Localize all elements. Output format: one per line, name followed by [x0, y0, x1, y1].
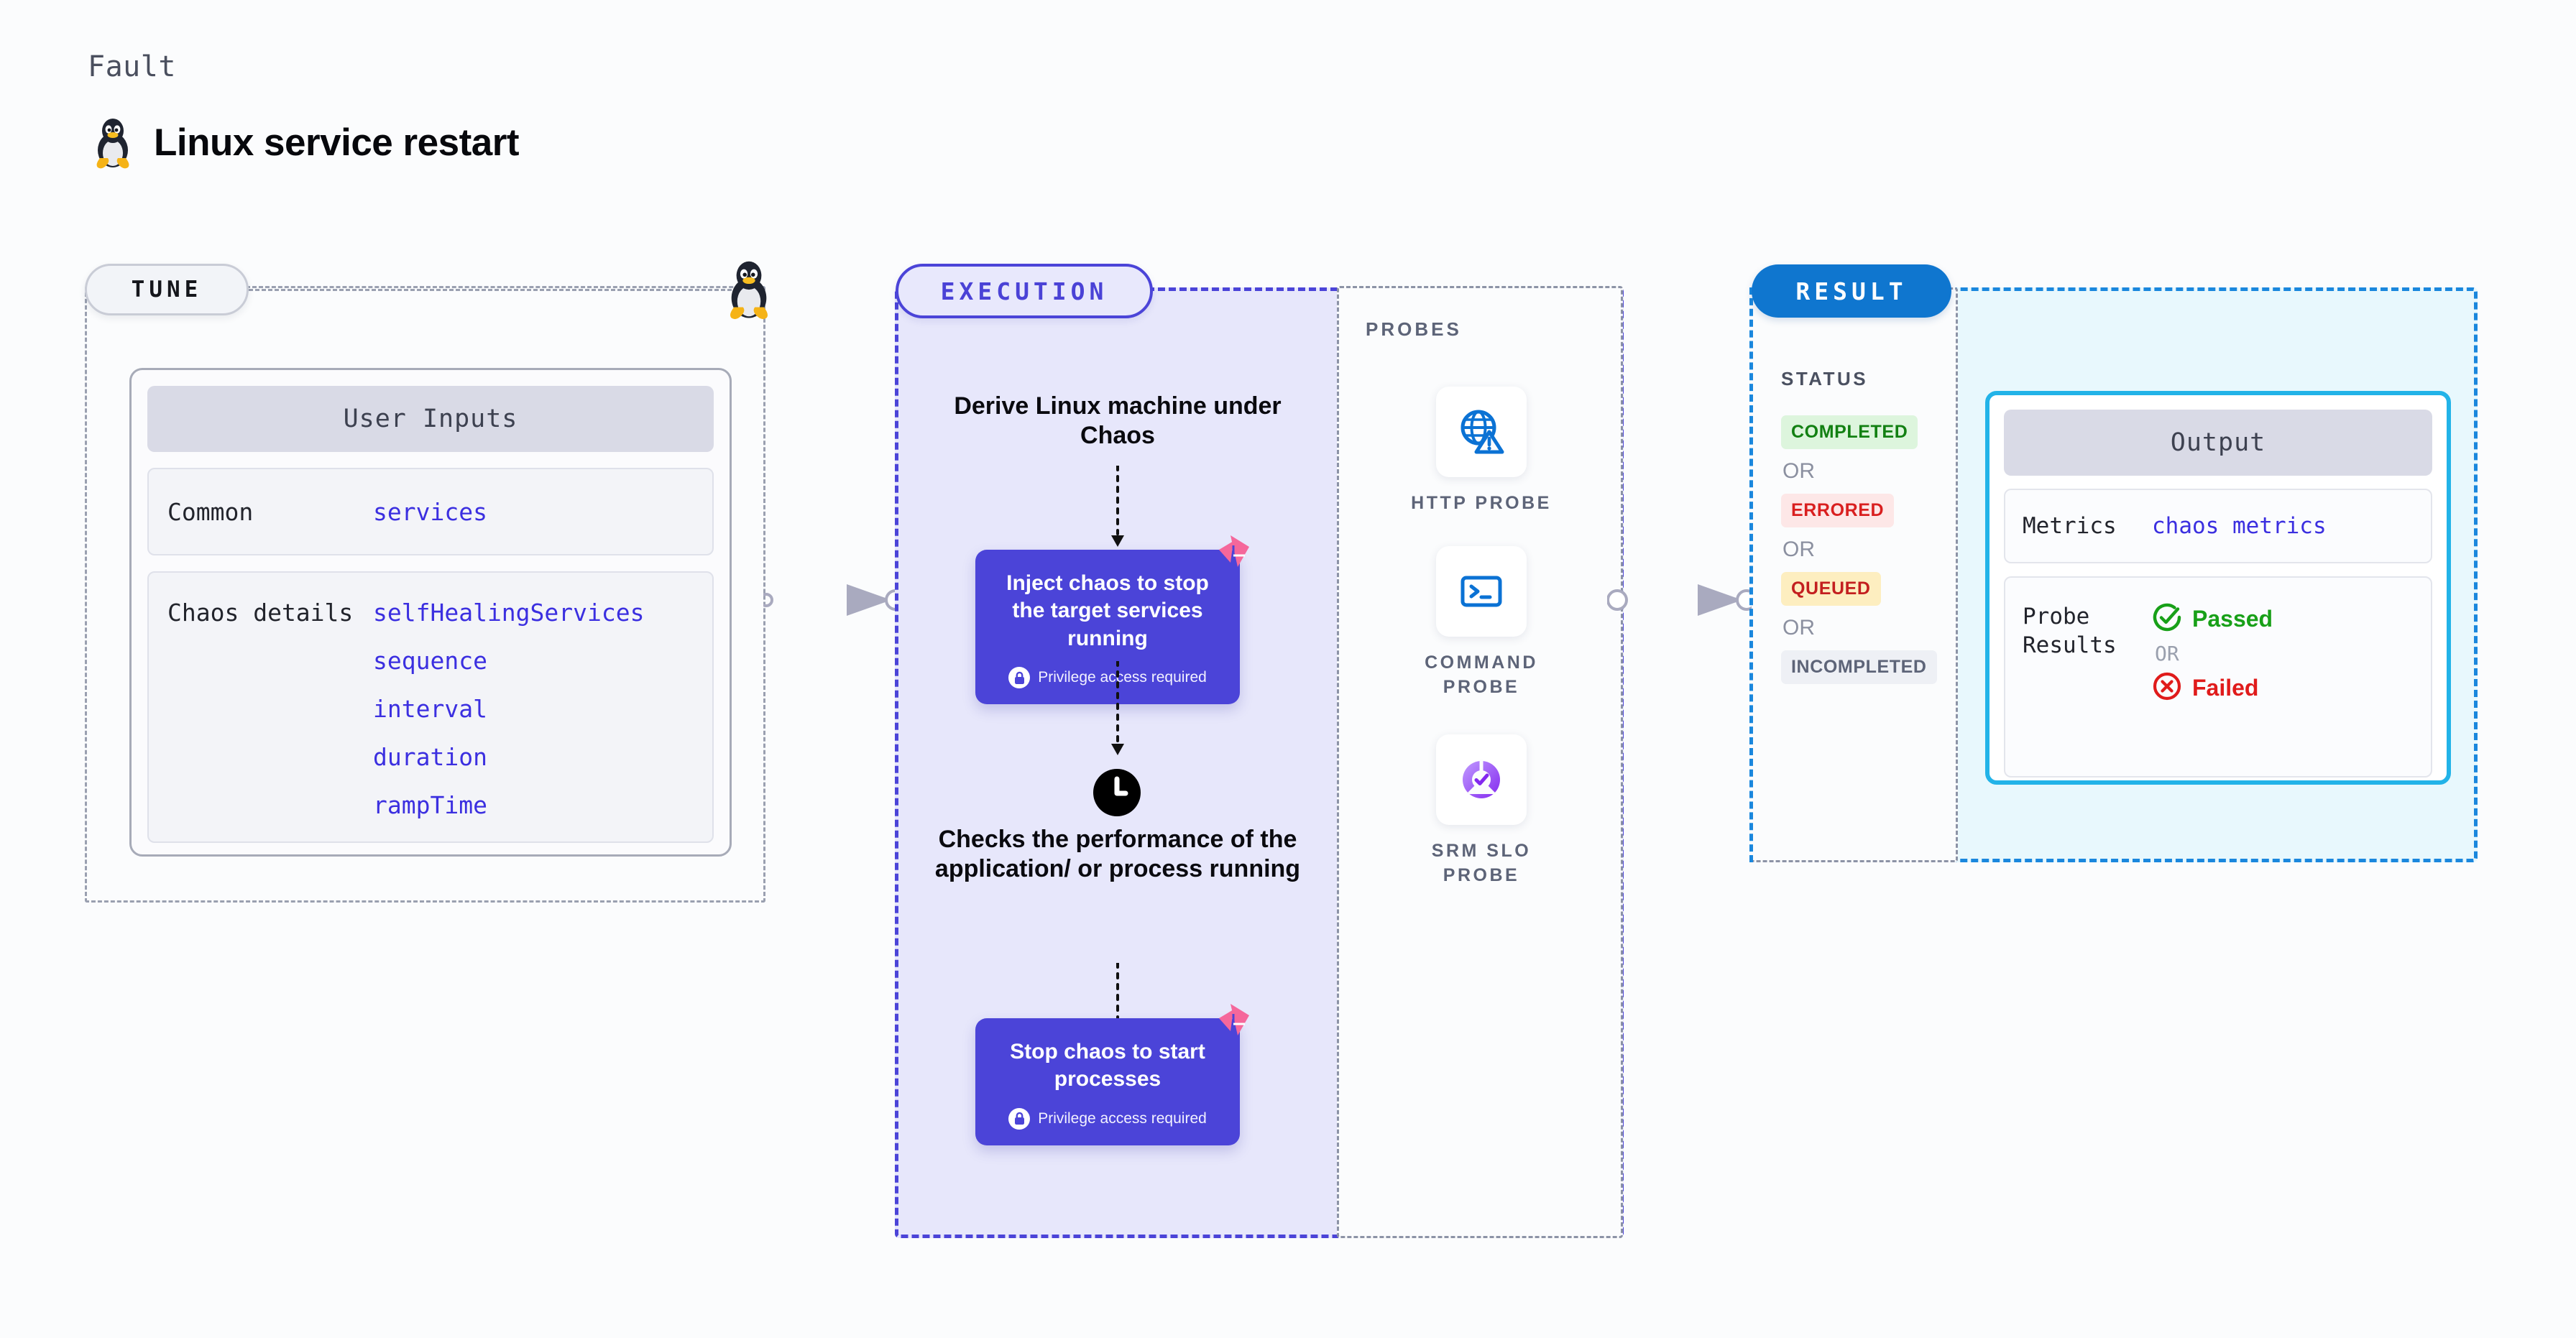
probe-result-passed-text: Passed [2192, 606, 2273, 632]
result-status-title: STATUS [1781, 368, 1869, 389]
check-circle-icon [2152, 602, 2182, 636]
terminal-prompt-icon [1436, 546, 1527, 637]
page-eyebrow: Fault [88, 50, 176, 83]
tune-value-services[interactable]: services [373, 497, 487, 526]
status-badge-completed: COMPLETED [1781, 415, 1918, 449]
tune-row-chaos-label: Chaos details [167, 599, 354, 627]
status-badge-errored: ERRORED [1781, 494, 1895, 527]
probe-item-http[interactable]: HTTP PROBE [1392, 387, 1571, 516]
output-card: Output Metrics chaos metrics Probe Resul… [1985, 391, 2451, 785]
probe-label-http: HTTP PROBE [1411, 493, 1552, 513]
output-metrics-label: Metrics [2023, 512, 2117, 539]
arrow-execution-to-result [1607, 575, 1758, 625]
tune-row-common-label: Common [167, 497, 254, 526]
execution-card-1-title: Inject chaos to stop the target services… [1006, 571, 1209, 650]
tune-row-common-values: services [373, 498, 487, 526]
probe-label-command: COMMAND PROBE [1425, 652, 1538, 697]
output-row-probe-results: Probe Results Passed OR [2004, 576, 2432, 778]
status-badge-incompleted: INCOMPLETED [1781, 650, 1937, 684]
execution-step-1-text: Derive Linux machine under Chaos [954, 392, 1282, 450]
slo-check-donut-icon [1436, 734, 1527, 825]
tune-linux-tux-icon [722, 257, 776, 320]
tune-row-chaos-values: selfHealingServices sequence interval du… [373, 599, 645, 819]
harness-logo-icon [1209, 531, 1252, 574]
status-or-3: OR [1782, 616, 1815, 640]
globe-warning-icon [1436, 387, 1527, 477]
linux-tux-penguin-icon [91, 115, 135, 170]
execution-card-inject-chaos[interactable]: Inject chaos to stop the target services… [975, 535, 1249, 705]
page-title: Linux service restart [154, 121, 519, 164]
execution-card-1-privilege: Privilege access required [991, 667, 1224, 689]
cross-circle-icon [2152, 671, 2182, 705]
clock-icon [1092, 767, 1142, 818]
execution-step-2-text: Checks the performance of the applicatio… [934, 826, 1301, 883]
probe-result-passed: Passed [2152, 602, 2273, 636]
harness-logo-icon [1209, 1000, 1252, 1043]
output-probe-results-label: Probe Results [2023, 604, 2117, 659]
user-inputs-card-title: User Inputs [147, 386, 714, 452]
probe-item-srm-slo[interactable]: SRM SLO PROBE [1392, 734, 1571, 888]
execution-card-2-privilege: Privilege access required [991, 1107, 1224, 1130]
tune-value-interval[interactable]: interval [373, 695, 487, 723]
user-inputs-card: User Inputs Common services Chaos detail… [129, 368, 732, 857]
tune-badge[interactable]: TUNE [85, 264, 249, 315]
lock-icon [1008, 667, 1031, 689]
tune-value-selfhealingservices[interactable]: selfHealingServices [373, 599, 645, 627]
arrow-tune-to-execution [763, 575, 907, 625]
output-probe-results-values: Passed OR Failed [2152, 602, 2273, 705]
probes-title: PROBES [1366, 318, 1462, 340]
status-or-1: OR [1782, 459, 1815, 483]
tune-dashed-connector [249, 289, 732, 291]
tune-row-common: Common services [147, 468, 714, 555]
execution-card-stop-chaos[interactable]: Stop chaos to start processes Privilege … [975, 1004, 1249, 1145]
execution-card-2-title: Stop chaos to start processes [1010, 1040, 1205, 1092]
status-or-2: OR [1782, 537, 1815, 561]
tune-row-chaos-details: Chaos details selfHealingServices sequen… [147, 571, 714, 843]
execution-dotted-arrow-1 [1109, 466, 1126, 548]
lock-icon [1008, 1107, 1031, 1130]
probe-item-command[interactable]: COMMAND PROBE [1392, 546, 1571, 700]
execution-dotted-arrow-2 [1109, 661, 1126, 757]
probe-label-srm-slo: SRM SLO PROBE [1431, 841, 1532, 885]
tune-value-ramptime[interactable]: rampTime [373, 791, 487, 819]
probe-result-or: OR [2155, 642, 2179, 665]
output-card-title: Output [2004, 410, 2432, 476]
execution-card-1-privilege-text: Privilege access required [1038, 669, 1207, 686]
result-status-list: COMPLETED OR ERRORED OR QUEUED OR INCOMP… [1781, 415, 1939, 684]
probe-result-failed: Failed [2152, 671, 2273, 705]
status-badge-queued: QUEUED [1781, 572, 1881, 606]
output-metrics-value[interactable]: chaos metrics [2152, 513, 2327, 539]
tune-value-duration[interactable]: duration [373, 743, 487, 771]
tune-value-sequence[interactable]: sequence [373, 647, 487, 675]
execution-badge[interactable]: EXECUTION [896, 264, 1153, 318]
output-row-metrics: Metrics chaos metrics [2004, 489, 2432, 563]
execution-card-2-privilege-text: Privilege access required [1038, 1109, 1207, 1127]
result-badge[interactable]: RESULT [1752, 264, 1951, 318]
page-title-row: Linux service restart [91, 115, 519, 170]
probe-result-failed-text: Failed [2192, 675, 2259, 701]
